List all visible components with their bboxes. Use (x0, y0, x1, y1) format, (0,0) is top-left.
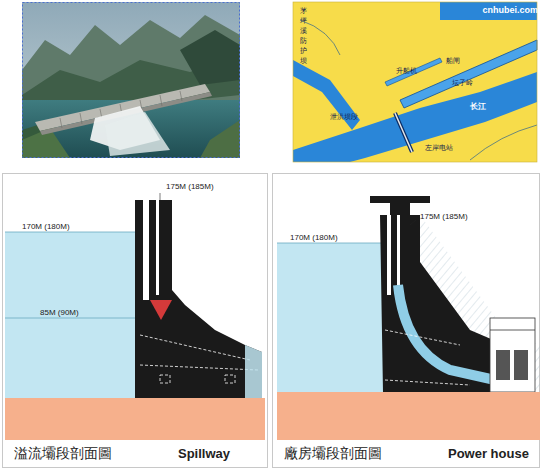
site-map (293, 2, 537, 162)
dam-photo (22, 2, 240, 158)
powerhouse-section (273, 174, 541, 468)
river-label: 长江 (470, 101, 486, 112)
map-label: 泄洪坝段 (330, 112, 358, 122)
map-label: 坛子岭 (452, 78, 473, 88)
section-caption: 廠房壩段剖面圖 (284, 445, 382, 463)
water-level: 85M (90M) (40, 308, 79, 317)
map-label: 升船机 (396, 66, 417, 76)
map-label: 左岸电站 (425, 143, 453, 153)
section-caption: 溢流壩段剖面圖 (14, 445, 112, 463)
watermark: cnhubei.com (482, 5, 538, 15)
water-level: 175M (185M) (420, 212, 468, 221)
water-level: 170M (180M) (290, 233, 338, 242)
water-level: 170M (180M) (22, 222, 70, 231)
map-label: 茅坪溪防护坝 (300, 6, 307, 66)
spillway-section (3, 174, 268, 468)
section-caption: Power house (448, 446, 529, 461)
section-caption: Spillway (178, 446, 230, 461)
map-label: 船闸 (446, 56, 460, 66)
water-level: 175M (185M) (166, 182, 214, 191)
